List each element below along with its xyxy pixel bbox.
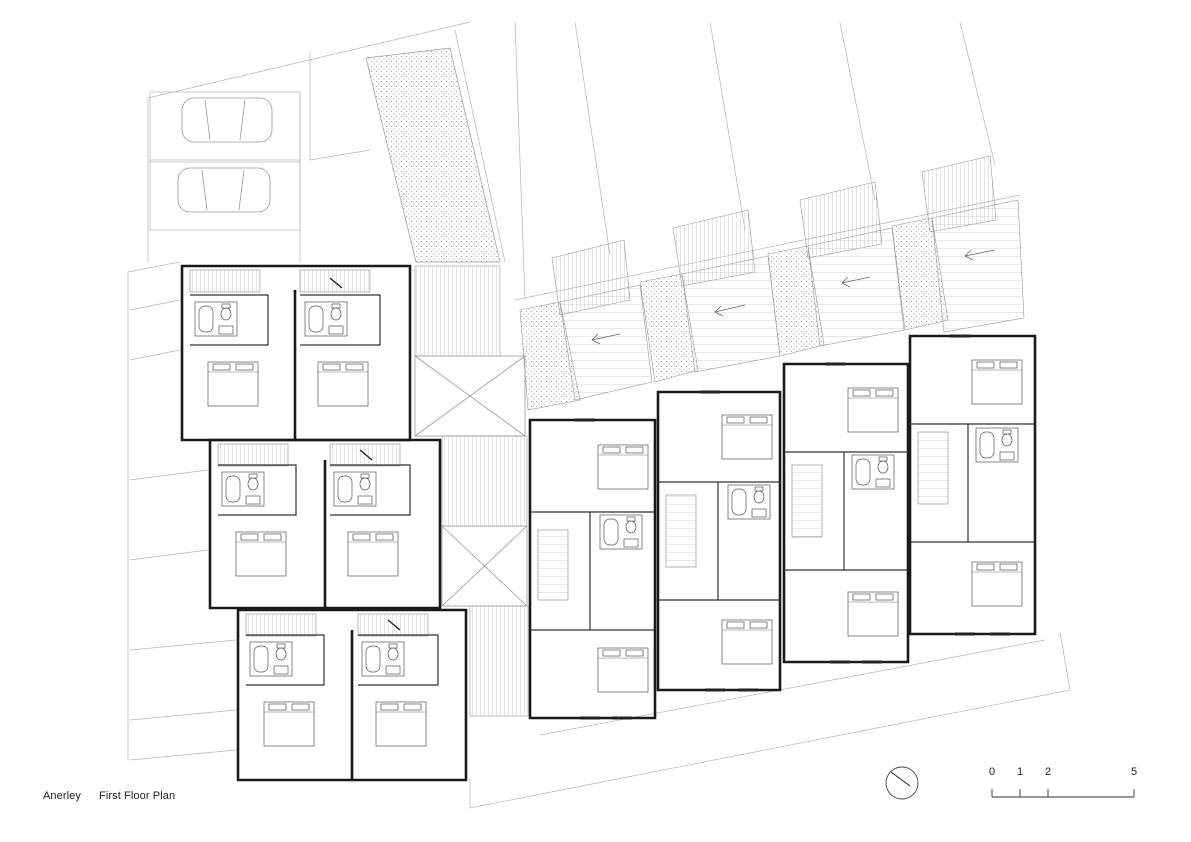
car-icon [177, 167, 271, 213]
arrow-left-icon [964, 249, 996, 261]
drawing-caption: Anerley First Floor Plan [43, 790, 175, 802]
walkway [414, 265, 529, 717]
scale-bar [991, 789, 1135, 798]
terrace-house-4 [908, 334, 1037, 636]
north-arrow-icon [885, 766, 919, 800]
window-marks [575, 334, 1010, 720]
arrow-left-icon [714, 304, 746, 317]
flat-block-left [180, 264, 468, 782]
terrace-house-1 [528, 418, 657, 720]
site-context [127, 21, 1071, 809]
terrace-house-2 [656, 390, 782, 692]
arrow-left-icon [591, 333, 621, 345]
terrace-house-3 [782, 362, 910, 664]
scale-label-2: 2 [1044, 766, 1052, 778]
project-name: Anerley [43, 790, 81, 802]
scale-label-1: 1 [1016, 766, 1024, 778]
car-icon [181, 97, 273, 143]
drawing-title: First Floor Plan [99, 790, 176, 802]
arrow-left-icon [841, 276, 871, 288]
scale-label-0: 0 [988, 766, 996, 778]
scale-label-5: 5 [1130, 766, 1138, 778]
